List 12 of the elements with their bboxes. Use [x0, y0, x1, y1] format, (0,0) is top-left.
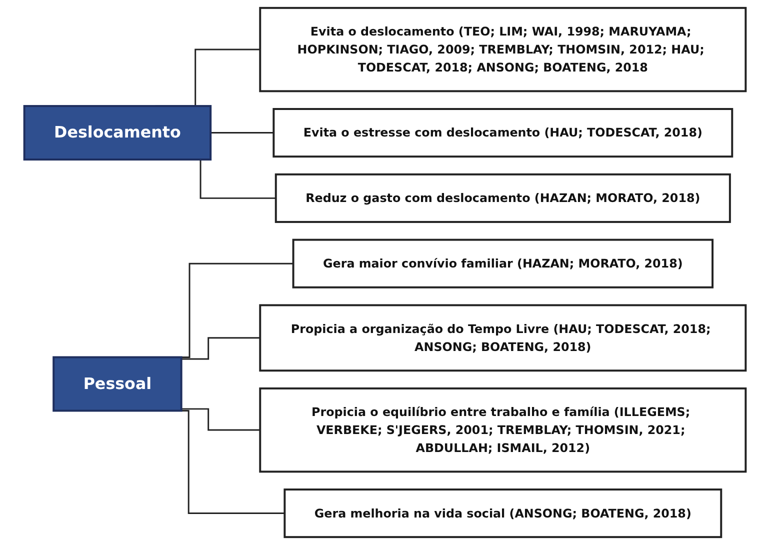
node-box: Reduz o gasto com deslocamento (HAZAN; MORATO, 2018) — [274, 173, 731, 223]
node-box: Deslocamento — [23, 105, 212, 161]
connector — [181, 337, 260, 360]
node-box: Evita o estresse com deslocamento (HAU; TODESCAT, 2018) — [272, 108, 734, 158]
connector — [210, 132, 274, 134]
node-box: Propicia o equilíbrio entre trabalho e família (ILLEGEMS; VERBEKE; S'JEGERS, 2001; TREMBLAY; THOMSIN, 2021; ABDULLAH; ISMAIL, 2012) — [259, 387, 747, 473]
connector — [181, 408, 260, 431]
node-box: Evita o deslocamento (TEO; LIM; WAI, 1998; MARUYAMA; HOPKINSON; TIAGO, 2009; TREMBLAY; THOMSIN, 2012; HAU; TODESCAT, 2018; ANSONG; BOATENG, 2018 — [259, 6, 747, 92]
node-box: Gera melhoria na vida social (ANSONG; BOATENG, 2018) — [284, 488, 722, 538]
node-box: Pessoal — [52, 356, 182, 412]
node-box: Propicia a organização do Tempo Livre (HAU; TODESCAT, 2018; ANSONG; BOATENG, 2018) — [259, 304, 747, 372]
node-box: Gera maior convívio familiar (HAZAN; MORATO, 2018) — [292, 238, 714, 288]
